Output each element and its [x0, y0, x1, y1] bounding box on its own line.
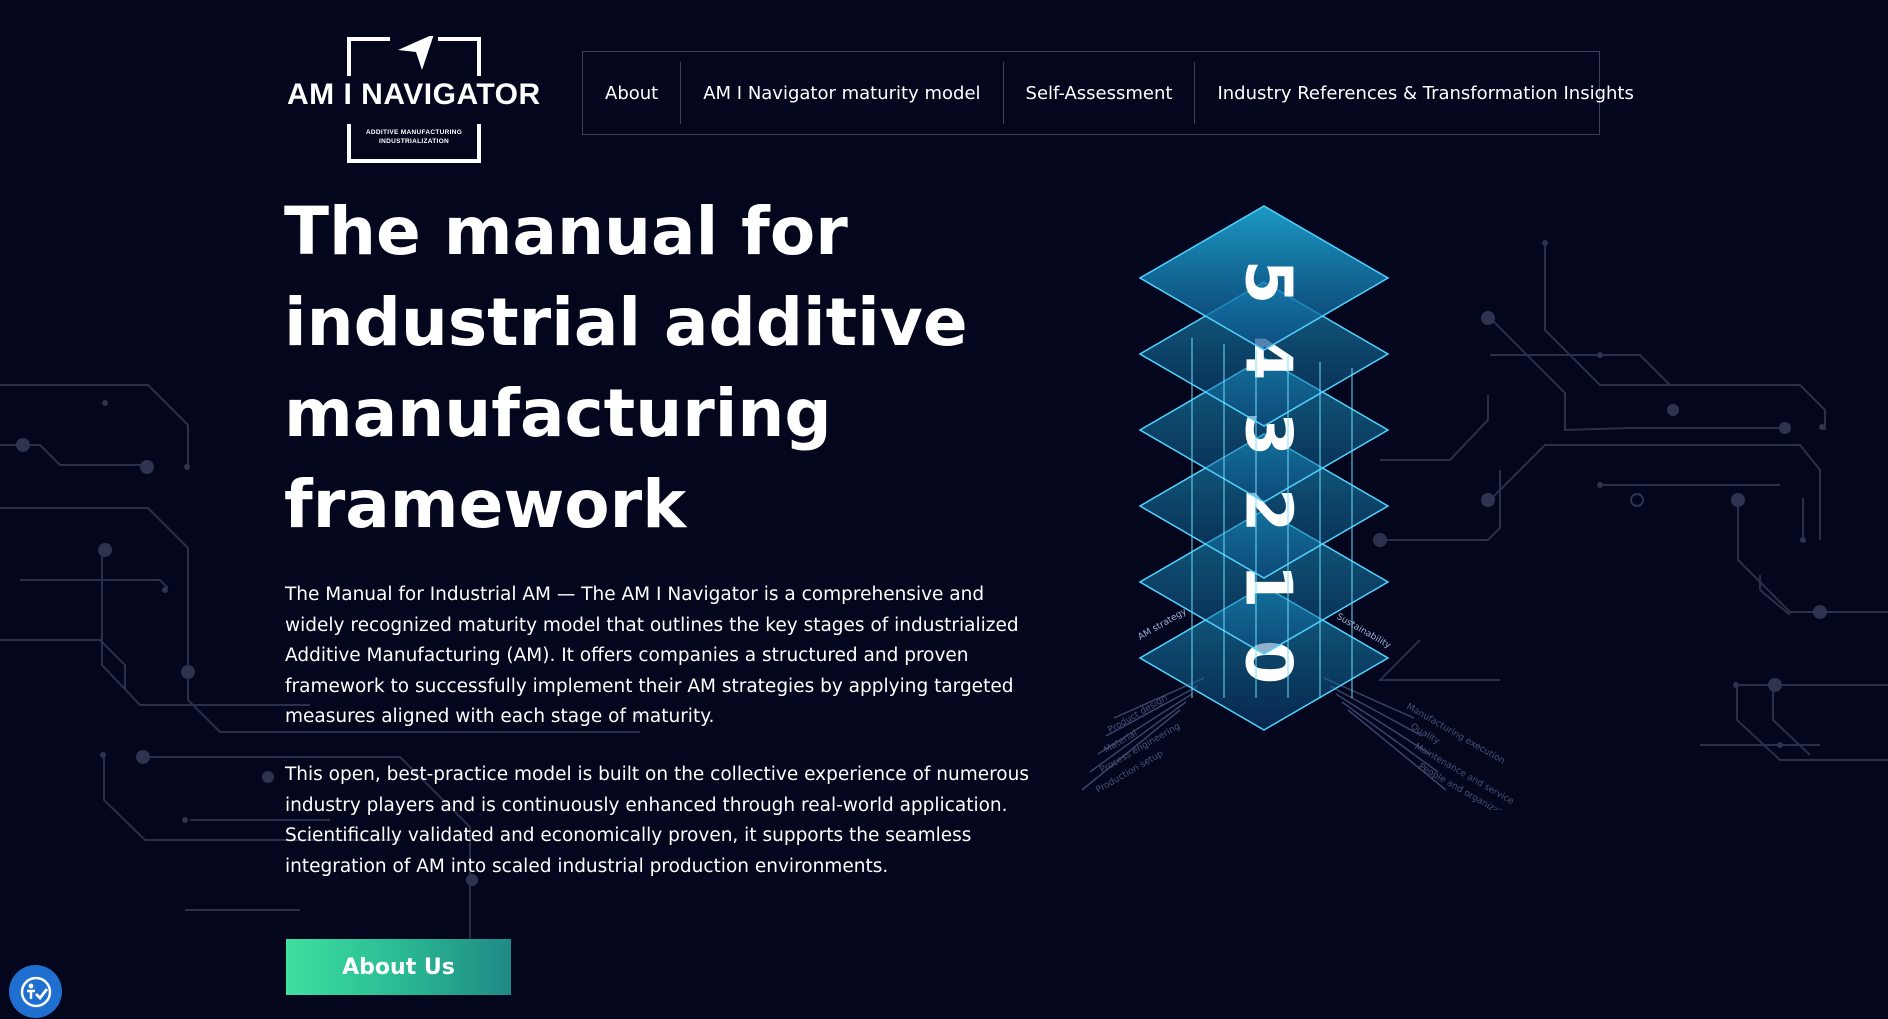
logo-title: AM I NAVIGATOR — [285, 76, 542, 114]
maturity-layer-4 — [1138, 281, 1390, 427]
right-axis-line — [1347, 709, 1447, 791]
nav-item-industry-references[interactable]: Industry References & Transformation Ins… — [1217, 82, 1634, 104]
maturity-level-label-5: 5 — [1230, 260, 1304, 305]
maturity-layer-1 — [1138, 509, 1390, 655]
nav-item-self-assessment[interactable]: Self-Assessment — [1004, 62, 1196, 124]
left-axis-line — [1089, 701, 1187, 773]
nav-item-maturity-model[interactable]: AM I Navigator maturity model — [681, 62, 1004, 124]
logo-subtitle-line1: ADDITIVE MANUFACTURING — [365, 129, 463, 136]
hero-title: The manual for industrial additive manuf… — [284, 193, 968, 543]
right-axis-line — [1329, 685, 1423, 737]
about-us-button[interactable]: About Us — [286, 939, 511, 995]
hero-paragraph-1: The Manual for Industrial AM — The AM I … — [285, 584, 1019, 727]
logo-subtitle: ADDITIVE MANUFACTURING INDUSTRIALIZATION — [349, 128, 479, 146]
accessibility-icon — [20, 976, 51, 1007]
site-logo[interactable]: AM I NAVIGATOR ADDITIVE MANUFACTURING IN… — [285, 18, 542, 170]
left-axis-line — [1105, 685, 1199, 737]
maturity-layer-0 — [1138, 585, 1390, 731]
right-axis-line — [1341, 701, 1439, 773]
accessibility-button[interactable] — [9, 965, 62, 1018]
maturity-layer-3 — [1138, 357, 1390, 503]
maturity-layer-2 — [1138, 433, 1390, 579]
nav-item-about[interactable]: About — [583, 62, 682, 124]
hero-paragraph-2: This open, best-practice model is built … — [285, 764, 1029, 877]
left-axis-line — [1097, 693, 1193, 755]
logo-frame-icon — [347, 36, 481, 163]
logo-subtitle-line2: INDUSTRIALIZATION — [379, 138, 449, 145]
main-nav: About AM I Navigator maturity model Self… — [582, 51, 1634, 135]
right-axis-line — [1335, 693, 1431, 755]
left-axis-line — [1081, 709, 1181, 791]
maturity-layer-5 — [1138, 205, 1390, 351]
